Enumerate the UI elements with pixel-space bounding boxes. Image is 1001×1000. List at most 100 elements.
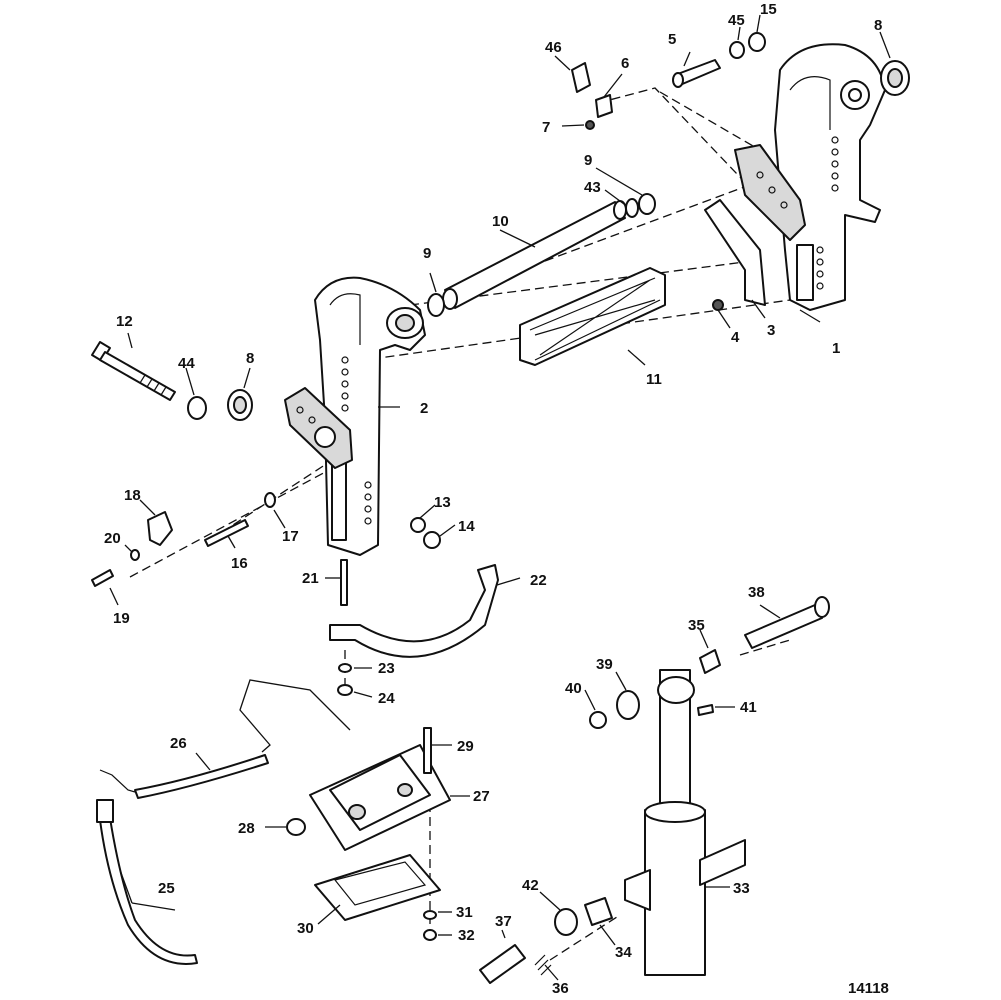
- callout-7: 7: [542, 119, 550, 136]
- part-28-plug: [286, 818, 306, 836]
- part-31-washer: [423, 910, 437, 920]
- part-9-washer-left: [427, 293, 445, 317]
- callout-14: 14: [458, 518, 475, 535]
- callout-13: 13: [434, 494, 451, 511]
- part-9-washer-right: [638, 193, 656, 215]
- callout-3: 3: [767, 322, 775, 339]
- part-17-washer: [264, 492, 276, 508]
- part-5-tilt-pin: [672, 59, 721, 88]
- part-25-hydraulic-hose: [96, 799, 198, 965]
- callout-35: 35: [688, 617, 705, 634]
- part-8-nut-left: [227, 389, 253, 421]
- part-23-washer: [338, 663, 352, 673]
- callout-34: 34: [615, 944, 632, 961]
- callout-labels: 1 2 3 4 5 6 7 8 8 9 9 10 11 12 13 14 15 …: [104, 1, 889, 997]
- callout-22: 22: [530, 572, 547, 589]
- part-42-washer: [554, 908, 578, 936]
- callout-16: 16: [231, 555, 248, 572]
- part-11-support-rail: [519, 267, 666, 366]
- part-27-manifold-cover: [309, 744, 451, 851]
- part-45-washer: [729, 41, 745, 59]
- callout-2: 2: [420, 400, 428, 417]
- part-15-nut: [748, 32, 766, 52]
- callout-25: 25: [158, 880, 175, 897]
- callout-11: 11: [646, 371, 662, 388]
- part-39-washer: [616, 690, 640, 720]
- callout-38: 38: [748, 584, 765, 601]
- part-32-nut: [423, 929, 437, 941]
- part-24-nut: [337, 684, 353, 696]
- part-26-hydraulic-line: [99, 679, 351, 799]
- part-12-bolt: [91, 341, 176, 401]
- callout-6: 6: [621, 55, 629, 72]
- callout-9-right: 9: [584, 152, 592, 169]
- callout-15: 15: [760, 1, 777, 18]
- callout-43: 43: [584, 179, 601, 196]
- callout-36: 36: [552, 980, 569, 997]
- callout-37: 37: [495, 913, 512, 930]
- callout-17: 17: [282, 528, 299, 545]
- callout-27: 27: [473, 788, 490, 805]
- callout-20: 20: [104, 530, 121, 547]
- part-18-cover: [147, 511, 173, 546]
- part-2-left-clamp-bracket: [284, 276, 426, 556]
- callout-4: 4: [731, 329, 740, 346]
- callout-19: 19: [113, 610, 130, 627]
- callout-41: 41: [740, 699, 757, 716]
- part-41-pin: [697, 704, 714, 716]
- callout-33: 33: [733, 880, 750, 897]
- callout-28: 28: [238, 820, 255, 837]
- figure-id: 14118: [848, 980, 889, 997]
- part-35-bushing: [699, 649, 721, 674]
- part-20-washer: [130, 549, 140, 561]
- part-43-washer: [625, 198, 639, 218]
- callout-9-left: 9: [423, 245, 431, 262]
- callout-32: 32: [458, 927, 475, 944]
- part-21-stud: [340, 559, 348, 606]
- part-29-bolt: [423, 727, 432, 774]
- callout-46: 46: [545, 39, 562, 56]
- part-6-clip: [595, 94, 613, 118]
- part-3-anode-plate: [704, 199, 766, 306]
- part-40-nut: [589, 711, 607, 729]
- callout-21: 21: [302, 570, 319, 587]
- part-14-nut: [423, 531, 441, 549]
- callout-12: 12: [116, 313, 133, 330]
- callout-44: 44: [178, 355, 195, 372]
- part-16-bolt: [204, 519, 249, 547]
- part-10-tilt-tube: [442, 200, 627, 310]
- callout-8-right: 8: [874, 17, 882, 34]
- part-13-washer: [410, 517, 426, 533]
- part-1-right-clamp-bracket: [734, 43, 886, 311]
- callout-10: 10: [492, 213, 509, 230]
- part-30-gasket: [314, 854, 441, 921]
- part-37-pin: [479, 944, 526, 984]
- callout-45: 45: [728, 12, 745, 29]
- callout-42: 42: [522, 877, 539, 894]
- part-7-screw: [585, 120, 595, 130]
- callout-39: 39: [596, 656, 613, 673]
- part-22-strap: [329, 564, 499, 658]
- callout-18: 18: [124, 487, 141, 504]
- part-19-screw: [91, 569, 114, 587]
- part-8-nut-right: [880, 60, 910, 96]
- callout-31: 31: [456, 904, 473, 921]
- part-46-bracket: [571, 62, 591, 93]
- callout-24: 24: [378, 690, 395, 707]
- callout-30: 30: [297, 920, 314, 937]
- callout-5: 5: [668, 31, 676, 48]
- part-4-screw: [712, 299, 724, 311]
- callout-29: 29: [457, 738, 474, 755]
- leader-lines: [109, 14, 891, 981]
- part-34-bushing: [584, 897, 613, 926]
- callout-26: 26: [170, 735, 187, 752]
- part-36-spring: [534, 954, 552, 976]
- part-38-pivot-pin: [744, 596, 830, 649]
- callout-23: 23: [378, 660, 395, 677]
- callout-1: 1: [832, 340, 840, 357]
- part-33-tilt-cylinder: [624, 669, 746, 976]
- part-44-washer: [187, 396, 207, 420]
- callout-40: 40: [565, 680, 582, 697]
- callout-8-left: 8: [246, 350, 254, 367]
